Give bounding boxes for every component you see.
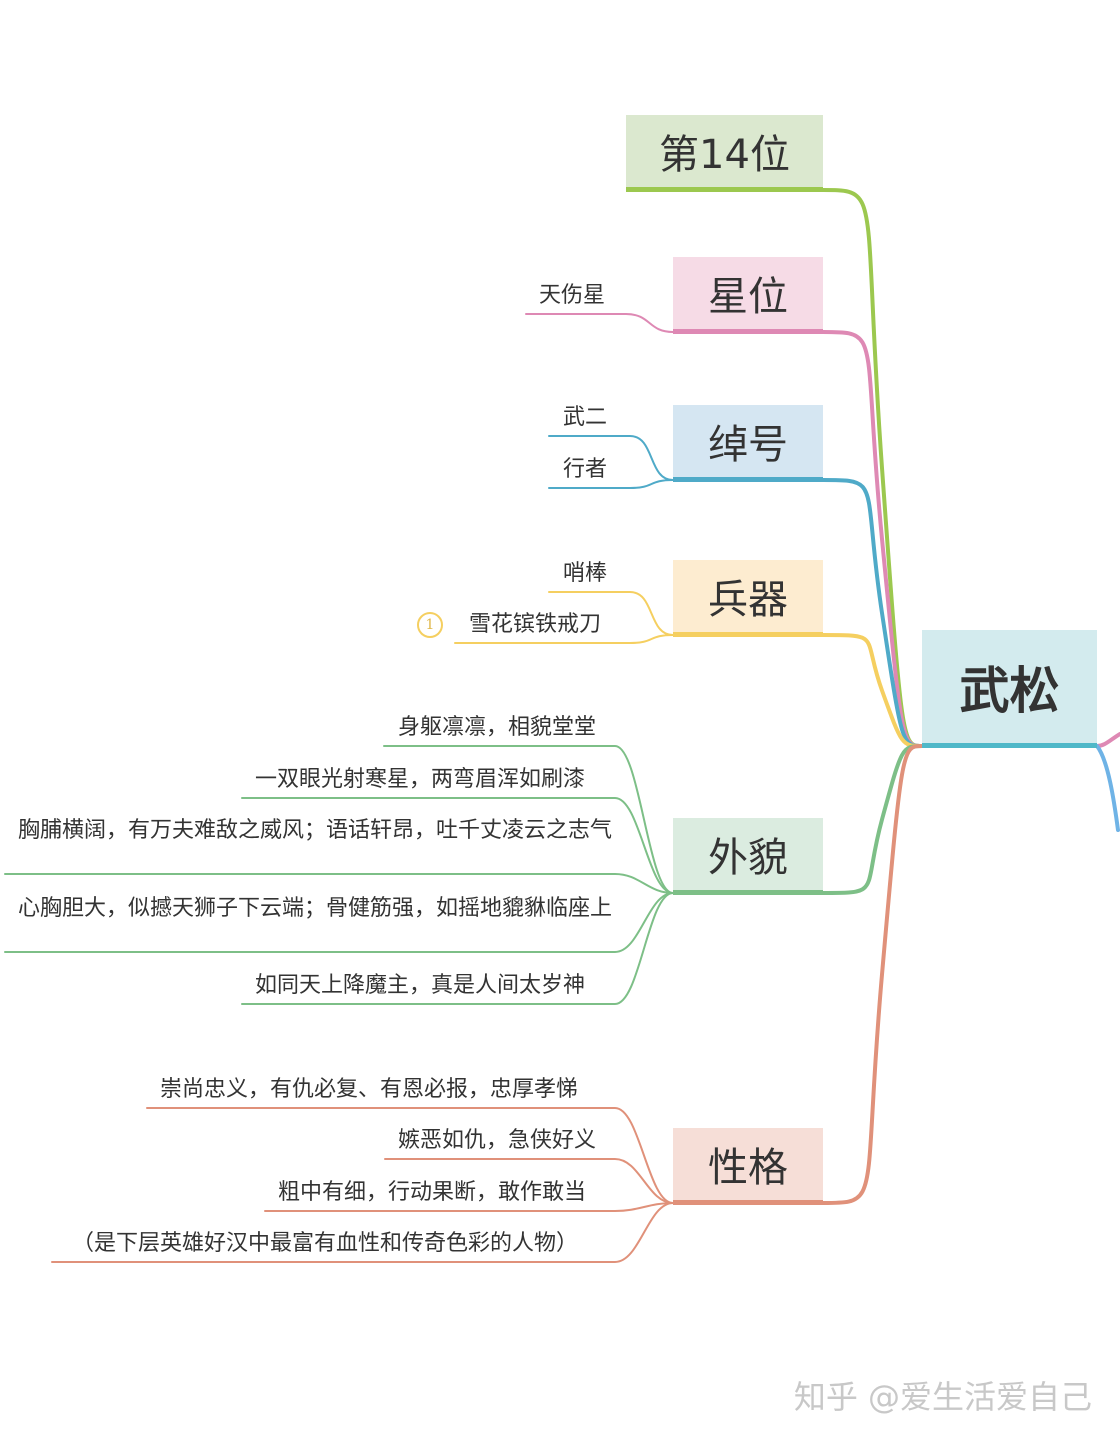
line-appearance-0 bbox=[383, 745, 674, 894]
leaf-personality-2[interactable]: 粗中有细，行动果断，敢作敢当 bbox=[278, 1180, 587, 1205]
line-nickname-0 bbox=[548, 435, 674, 481]
connector-weapon bbox=[821, 633, 924, 748]
connector-offscreen-blue bbox=[1095, 744, 1120, 832]
leaf-personality-3[interactable]: （是下层英雄好汉中最富有血性和传奇色彩的人物） bbox=[72, 1231, 579, 1256]
branch-personality-label: 性格 bbox=[708, 1145, 788, 1191]
line-personality-2 bbox=[264, 1202, 674, 1212]
leaf-weapon-1[interactable]: 雪花镔铁戒刀 bbox=[469, 612, 602, 637]
branch-appearance[interactable]: 外貌 bbox=[673, 818, 823, 895]
line-personality-1 bbox=[384, 1158, 674, 1204]
line-appearance-2 bbox=[4, 873, 674, 894]
branch-weapon-label: 兵器 bbox=[708, 577, 788, 623]
leaf-personality-0[interactable]: 崇尚忠义，有仇必复、有恩必报，忠厚孝悌 bbox=[160, 1077, 579, 1102]
branch-rank-label: 第14位 bbox=[659, 132, 790, 178]
leaf-star-0[interactable]: 天伤星 bbox=[539, 283, 606, 308]
line-personality-3 bbox=[51, 1202, 674, 1263]
connector-personality bbox=[821, 744, 924, 1205]
branch-rank[interactable]: 第14位 bbox=[626, 115, 823, 192]
watermark-text: 知乎 @爱生活爱自己 bbox=[793, 1378, 1092, 1416]
leaf-appearance-0[interactable]: 身躯凛凛，相貌堂堂 bbox=[398, 715, 597, 740]
leaf-weapon-0[interactable]: 哨棒 bbox=[563, 561, 608, 586]
leaf-appearance-3[interactable]: 心胸胆大，似撼天狮子下云端；骨健筋强，如摇地貔貅临座上 bbox=[18, 896, 613, 921]
connector-appearance bbox=[821, 744, 924, 895]
line-appearance-4 bbox=[241, 892, 674, 1005]
root-label: 武松 bbox=[959, 661, 1060, 720]
line-nickname-1 bbox=[548, 479, 674, 489]
leaf-appearance-1[interactable]: 一双眼光射寒星，两弯眉浑如刷漆 bbox=[255, 767, 586, 792]
leaf-nickname-0[interactable]: 武二 bbox=[563, 405, 608, 430]
line-star-0 bbox=[525, 313, 674, 333]
connector-offscreen-pink bbox=[1095, 732, 1120, 748]
branch-appearance-label: 外貌 bbox=[708, 835, 788, 881]
priority-1-icon: 1 bbox=[417, 612, 443, 638]
branch-star-label: 星位 bbox=[708, 274, 788, 320]
root-node[interactable]: 武松 bbox=[922, 630, 1097, 748]
leaf-appearance-2[interactable]: 胸脯横阔，有万夫难敌之威风；语话轩昂，吐千丈凌云之志气 bbox=[18, 818, 613, 843]
line-appearance-3 bbox=[4, 892, 674, 953]
leaf-personality-1[interactable]: 嫉恶如仇，急侠好义 bbox=[398, 1128, 597, 1153]
branch-nickname[interactable]: 绰号 bbox=[673, 405, 823, 482]
line-weapon-0 bbox=[548, 591, 674, 636]
line-personality-0 bbox=[146, 1107, 674, 1204]
branch-weapon[interactable]: 兵器 bbox=[673, 560, 823, 637]
branch-nickname-label: 绰号 bbox=[708, 422, 788, 468]
leaf-nickname-1[interactable]: 行者 bbox=[563, 457, 608, 482]
leaf-appearance-4[interactable]: 如同天上降魔主，真是人间太岁神 bbox=[255, 973, 586, 998]
branch-star[interactable]: 星位 bbox=[673, 257, 823, 334]
connector-nickname bbox=[821, 478, 924, 748]
branch-personality[interactable]: 性格 bbox=[673, 1128, 823, 1205]
line-appearance-1 bbox=[241, 797, 674, 894]
line-weapon-1 bbox=[454, 634, 674, 644]
